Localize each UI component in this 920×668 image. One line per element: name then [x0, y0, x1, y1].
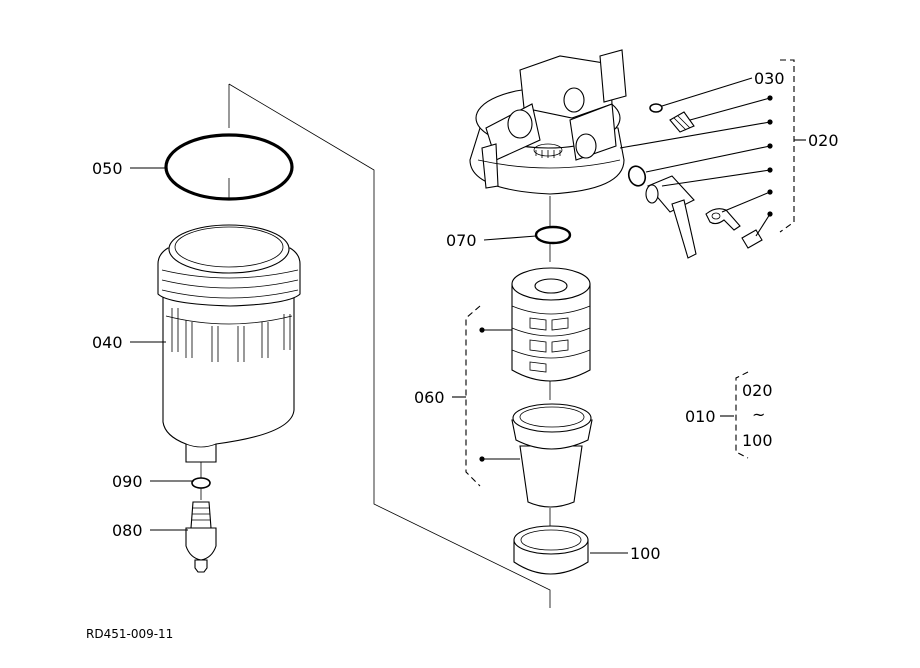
- label-050: 050: [92, 159, 123, 178]
- fuel-cock: [645, 175, 697, 259]
- drain-plug-080: [185, 501, 217, 573]
- label-080: 080: [112, 521, 143, 540]
- filter-element-060-upper: [511, 267, 591, 382]
- label-range-to: 100: [742, 431, 773, 450]
- o-ring-030-group: [649, 103, 663, 113]
- air-vent-screw: [669, 111, 695, 133]
- label-070: 070: [446, 231, 477, 250]
- leader-lines: [130, 77, 806, 554]
- label-range-sep: ~: [752, 405, 765, 424]
- label-060: 060: [414, 388, 445, 407]
- o-ring-050: [164, 133, 294, 201]
- small-bolt: [741, 229, 763, 249]
- leader-dots: [479, 95, 773, 462]
- filter-element-060-lower: [511, 403, 593, 508]
- o-ring-090: [191, 477, 211, 489]
- label-range-from: 020: [742, 381, 773, 400]
- o-ring-cock: [627, 165, 647, 187]
- filter-head-020: [469, 49, 627, 195]
- drawing-code: RD451-009-11: [86, 627, 173, 641]
- label-040: 040: [92, 333, 123, 352]
- o-ring-070: [534, 225, 572, 245]
- label-090: 090: [112, 472, 143, 491]
- part-labels: 050 040 090 080 070 060 100 030 020 010 …: [86, 69, 839, 641]
- label-010: 010: [685, 407, 716, 426]
- label-030: 030: [754, 69, 785, 88]
- label-020: 020: [808, 131, 839, 150]
- label-100: 100: [630, 544, 661, 563]
- group-brackets: [465, 59, 795, 487]
- filter-bowl-040: [157, 224, 301, 463]
- retaining-ring-100: [513, 525, 589, 575]
- clamp-ring: [705, 208, 741, 231]
